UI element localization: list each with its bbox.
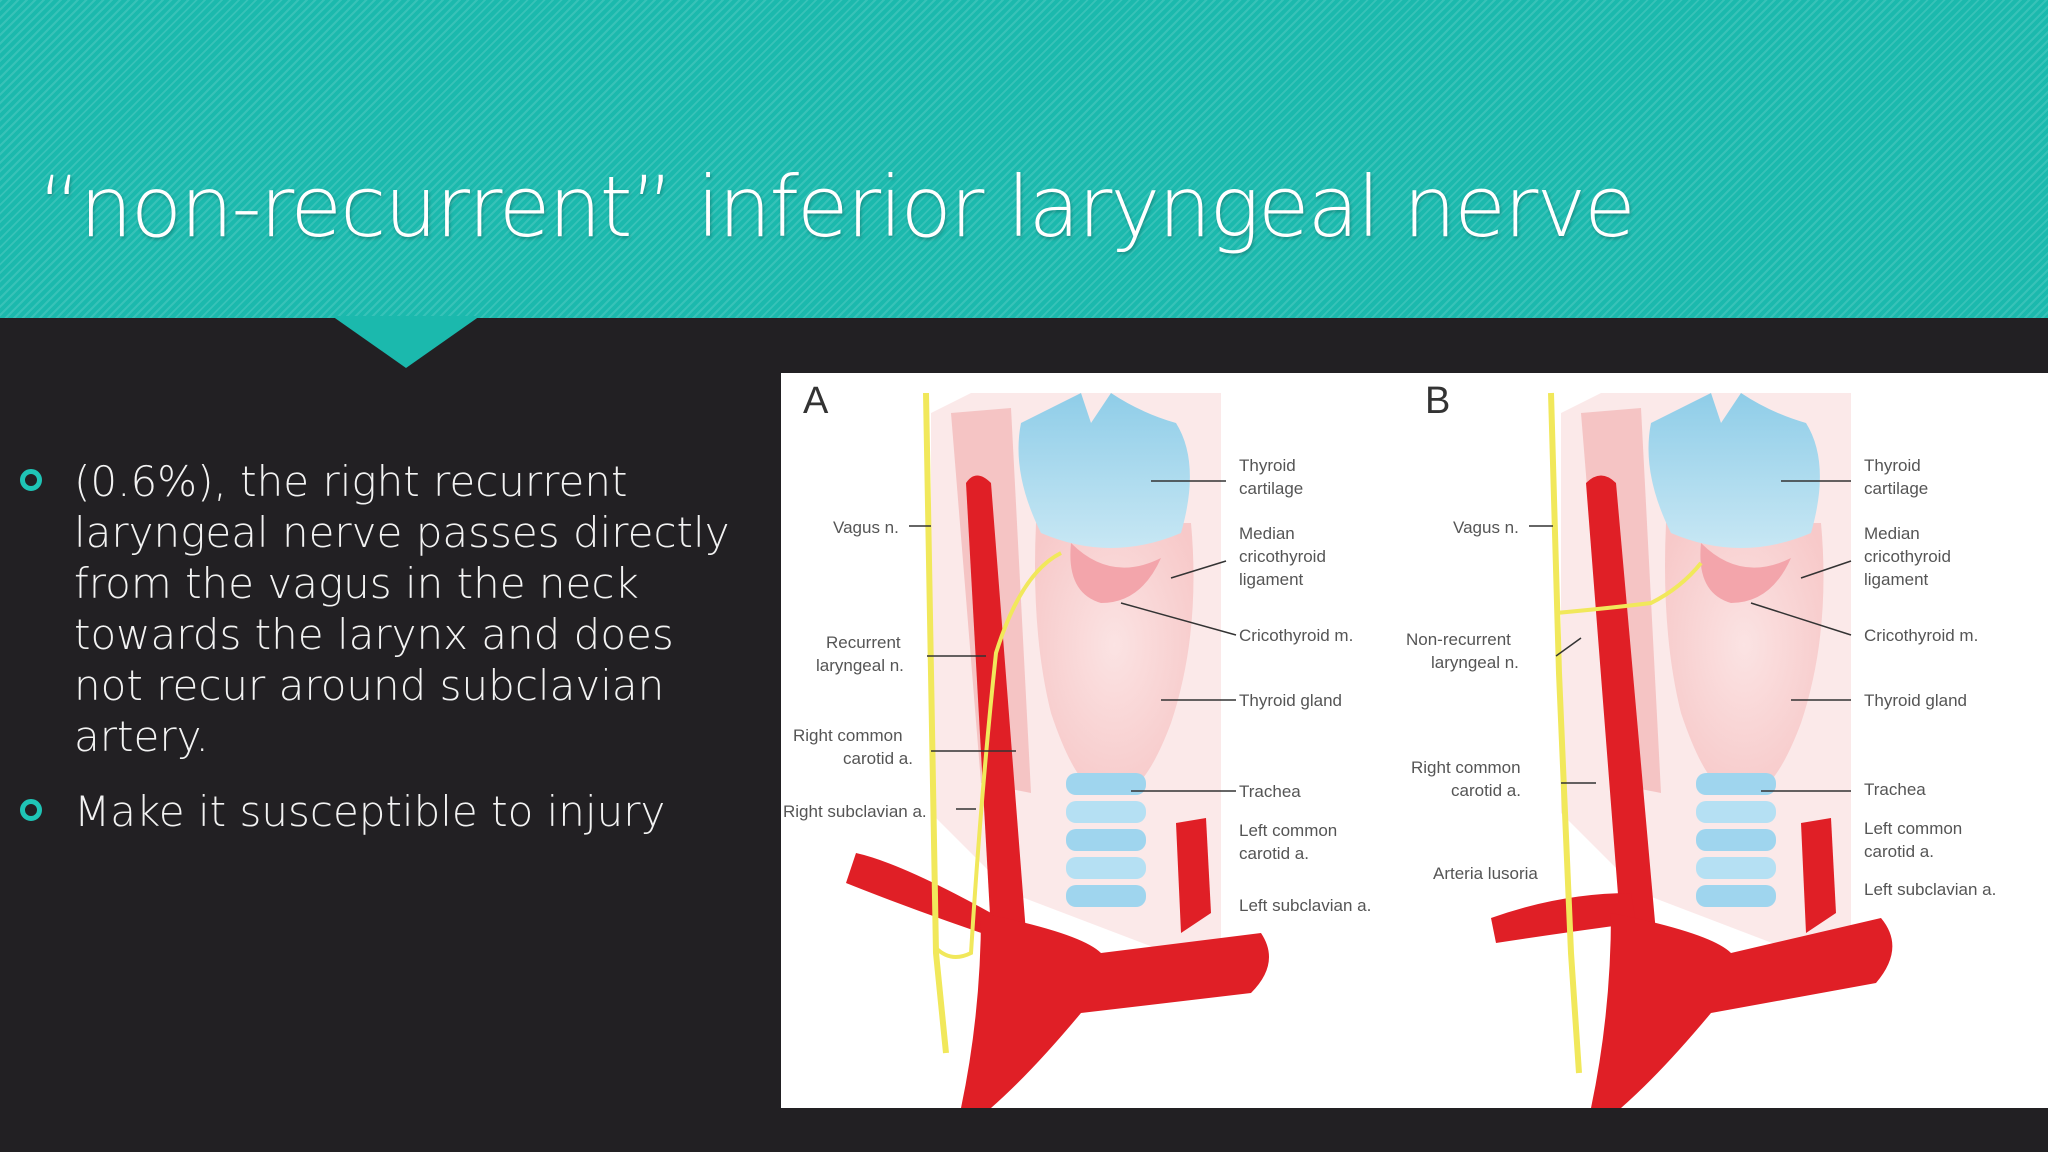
aortic-arch (961, 913, 1269, 1108)
thyroid-gland-shape (1665, 523, 1824, 795)
label-thyroid-cartilage: cartilage (1239, 479, 1303, 498)
label-left-common-carotid: carotid a. (1864, 842, 1934, 861)
label-median-ligament: ligament (1864, 570, 1929, 589)
label-recurrent: laryngeal n. (816, 656, 904, 675)
label-right-common-carotid: carotid a. (843, 749, 913, 768)
label-median-ligament: Median (1239, 524, 1295, 543)
leader-lines-b (1529, 480, 1852, 792)
label-thyroid-cartilage: cartilage (1864, 479, 1928, 498)
label-thyroid-gland: Thyroid gland (1239, 691, 1342, 710)
bullet-text: Make it susceptible to injury (74, 787, 666, 836)
label-cricothyroid: Cricothyroid m. (1864, 626, 1978, 645)
title-banner (0, 0, 2048, 318)
label-median-ligament: Median (1864, 524, 1920, 543)
recurrent-laryngeal-nerve (934, 551, 1062, 959)
vagus-nerve-a (923, 392, 949, 1054)
anatomy-figure: A (781, 373, 2048, 1108)
panel-b-labels: Vagus n. Non-recurrent laryngeal n. Righ… (1406, 456, 1996, 899)
right-common-carotid (1586, 475, 1656, 933)
label-left-subclavian: Left subclavian a. (1239, 896, 1371, 915)
label-vagus: Vagus n. (1453, 518, 1519, 537)
trachea-rings (1696, 773, 1776, 907)
thyroid-cartilage-shape (1648, 393, 1820, 548)
panel-a-labels: Vagus n. Recurrent laryngeal n. Right co… (783, 456, 1371, 915)
label-thyroid-cartilage: Thyroid (1239, 456, 1296, 475)
label-right-common-carotid: Right common (793, 726, 903, 745)
non-recurrent-laryngeal-nerve (1555, 561, 1703, 615)
cricothyroid-shape (1700, 543, 1791, 603)
arteria-lusoria (1491, 893, 1636, 943)
label-non-recurrent: laryngeal n. (1431, 653, 1519, 672)
label-recurrent: Recurrent (826, 633, 901, 652)
circle-bullet-icon (20, 469, 42, 491)
right-common-carotid (966, 475, 1026, 933)
aortic-arch (1591, 913, 1893, 1108)
label-left-common-carotid: Left common (1864, 819, 1962, 838)
leader-lines-a (909, 480, 1237, 810)
label-trachea: Trachea (1864, 780, 1926, 799)
label-median-ligament: ligament (1239, 570, 1304, 589)
label-trachea: Trachea (1239, 782, 1301, 801)
anatomy-illustration: A (783, 380, 1996, 1108)
vagus-nerve-b (1548, 392, 1582, 1074)
panel-a-letter: A (803, 380, 829, 422)
panel-b: B (1406, 380, 1996, 1108)
panel-a: A (783, 380, 1371, 1108)
label-right-common-carotid: carotid a. (1451, 781, 1521, 800)
panel-b-letter: B (1425, 380, 1450, 422)
label-left-common-carotid: Left common (1239, 821, 1337, 840)
slide-title: “non-recurrent” inferior laryngeal nerve (38, 158, 1636, 256)
banner-notch (332, 316, 480, 368)
label-median-ligament: cricothyroid (1864, 547, 1951, 566)
thyroid-gland-shape (1035, 523, 1194, 795)
label-right-common-carotid: Right common (1411, 758, 1521, 777)
label-arteria-lusoria: Arteria lusoria (1433, 864, 1538, 883)
bullet-text: (0.6%), the right recurrent laryngeal ne… (74, 457, 730, 761)
label-non-recurrent: Non-recurrent (1406, 630, 1511, 649)
left-common-carotid (1801, 818, 1836, 933)
label-thyroid-cartilage: Thyroid (1864, 456, 1921, 475)
circle-bullet-icon (20, 799, 42, 821)
cricothyroid-shape (1070, 543, 1161, 603)
label-cricothyroid: Cricothyroid m. (1239, 626, 1353, 645)
left-common-carotid (1176, 818, 1211, 933)
trachea-rings (1066, 773, 1146, 907)
label-median-ligament: cricothyroid (1239, 547, 1326, 566)
label-left-common-carotid: carotid a. (1239, 844, 1309, 863)
label-left-subclavian: Left subclavian a. (1864, 880, 1996, 899)
bullet-item: Make it susceptible to injury (18, 786, 738, 837)
label-thyroid-gland: Thyroid gland (1864, 691, 1967, 710)
bullet-list: (0.6%), the right recurrent laryngeal ne… (18, 456, 738, 861)
right-subclavian (846, 853, 1011, 943)
label-right-subclavian: Right subclavian a. (783, 802, 927, 821)
label-vagus: Vagus n. (833, 518, 899, 537)
bullet-item: (0.6%), the right recurrent laryngeal ne… (18, 456, 738, 762)
thyroid-cartilage-shape (1018, 393, 1190, 548)
